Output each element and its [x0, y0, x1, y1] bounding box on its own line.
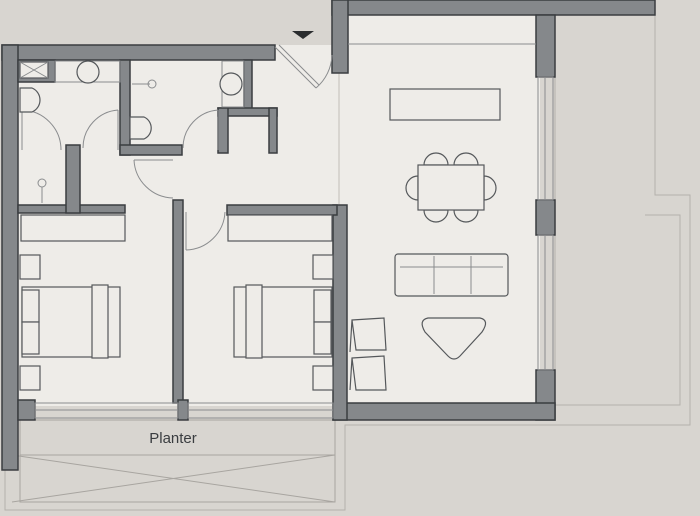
terrace: [4, 15, 691, 511]
toilet-icon: [129, 116, 152, 140]
nightstand: [19, 365, 41, 391]
armchair: [349, 355, 387, 391]
living-furniture: [349, 88, 509, 391]
sink-icon: [76, 60, 100, 84]
bathroom-fixtures: [19, 60, 245, 203]
radiator: [20, 214, 126, 242]
armchair: [349, 317, 387, 353]
planter-label: Planter: [149, 430, 197, 447]
bedroom-1-furniture: [19, 214, 126, 391]
sideboard: [389, 88, 501, 121]
radiator: [227, 214, 333, 242]
dining-chairs: [405, 152, 497, 223]
sink-icon: [219, 72, 243, 96]
sofa: [394, 253, 509, 297]
bedroom-2-furniture: [227, 214, 334, 391]
coffee-table: [421, 317, 487, 360]
planter: Planter: [11, 419, 336, 503]
nightstand: [312, 365, 334, 391]
dining-table: [417, 164, 485, 211]
nightstand: [19, 254, 41, 280]
nightstand: [312, 254, 334, 280]
entry-arrow-icon: [292, 31, 314, 39]
toilet-icon: [19, 87, 41, 113]
windows: [34, 43, 554, 419]
